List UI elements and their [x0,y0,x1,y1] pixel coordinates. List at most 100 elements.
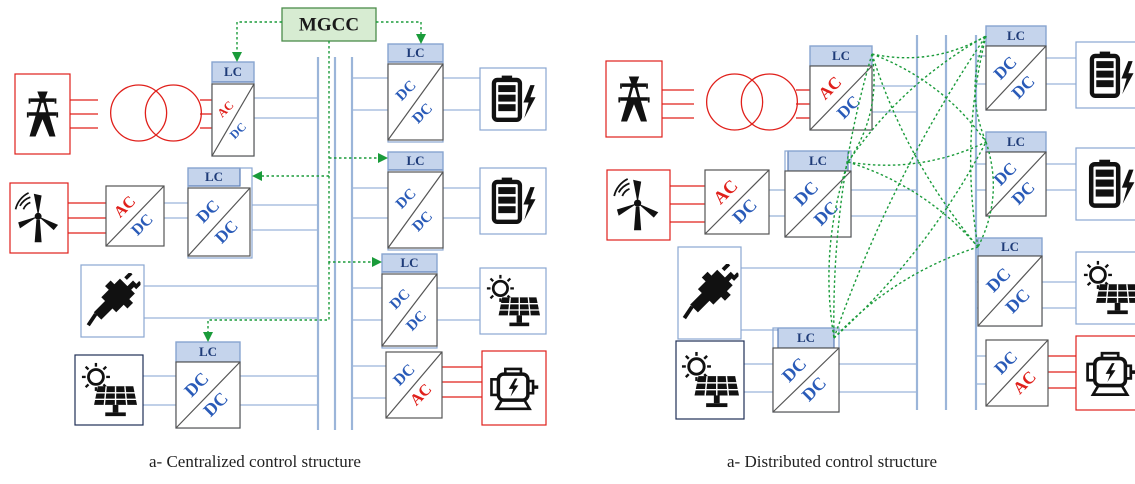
right-lc-battery-2-label: LC [1007,134,1025,149]
load-plug-icon-right [682,264,739,321]
right-transformer-coil-a [705,73,764,131]
mgcc-controller: MGCC [281,7,377,42]
distributed-link-wind-b1 [847,35,987,163]
distributed-link-grid-pv [871,53,979,248]
battery-icon-1-frame [479,67,547,131]
right-solar-panel-icon-right [1083,260,1135,316]
distributed-link-grid-b1 [871,35,987,59]
right-grid-converter-diagonal [809,65,873,131]
right-lc-solar: LC [777,327,835,349]
grid-tower-icon [26,91,59,137]
mgcc-link-battery-1 [376,21,426,44]
distributed-link-b1-pv [969,35,987,248]
right-transformer-coil-b [740,73,799,131]
right-lc-grid-label: LC [832,48,850,63]
wind-turbine-icon-right [613,178,660,232]
motor-icon-right [1085,351,1135,397]
distributed-link-solar-b2 [833,141,987,339]
right-lc-battery-2: LC [985,131,1047,153]
left-pv-right-lc: LC [381,253,438,273]
battery-icon-2 [494,178,536,222]
load-plug-icon-frame [80,264,145,338]
left-lc-grid-label: LC [224,64,242,79]
right-motor-dc-ac-diagonal [985,339,1049,407]
right-wind-ac-dc-diagonal [704,169,770,235]
caption-centralized: a- Centralized control structure [149,452,361,471]
distributed-link-wind-pv [847,161,979,248]
left-solar-icon-right [681,351,739,409]
left-battery-2-converter-diagonal [387,171,444,249]
left-lc-solar: LC [175,341,241,363]
left-transformer [109,84,203,142]
grid-tower-icon-right-frame [605,60,663,138]
wind-turbine-icon [14,192,59,244]
left-battery-2-lc-label: LC [406,153,424,168]
battery-icon-1 [494,76,536,120]
distributed-link-b2-pv [977,141,994,248]
left-transformer-coil-b [144,84,203,142]
right-pv-converter-diagonal [977,255,1043,327]
right-lc-battery-1-label: LC [1007,28,1025,43]
right-lc-pv: LC [977,237,1043,257]
left-battery-1-lc: LC [387,43,444,63]
right-solar-panel-icon-right-frame [1075,251,1135,325]
right-lc-solar-label: LC [797,330,815,345]
load-plug-icon-right-frame [677,246,742,340]
mgcc-link-grid [232,21,282,62]
right-lc-battery-1: LC [985,25,1047,47]
mgcc-link-solar [203,262,330,342]
right-battery-1-converter-diagonal [985,45,1047,111]
caption-distributed: a- Distributed control structure [727,452,938,471]
battery-icon-2-frame [479,167,547,235]
left-motor-dc-ac-diagonal [385,351,443,419]
right-lc-grid: LC [809,45,873,67]
distributed-link-grid-solar [833,53,873,339]
left-solar-panel-icon-frame [74,354,144,426]
grid-tower-icon-right [618,76,650,122]
left-battery-2-lc: LC [387,151,444,171]
motor-icon-right-frame [1075,335,1135,411]
distributed-link-wind-solar [828,161,849,339]
left-grid-converter-diagonal [211,83,255,157]
wind-turbine-icon-frame [9,182,69,254]
left-wind-ac-dc-diagonal [105,185,165,247]
motor-icon-left-frame [481,350,547,426]
left-transformer-coil-a [109,84,168,142]
left-solar-panel-icon [81,362,137,418]
left-wind-dc-dc-diagonal [187,187,251,257]
right-solar-panel-icon [486,274,540,328]
left-lc-grid: LC [211,61,255,83]
battery-icon-right-1-frame [1075,41,1135,109]
left-solar-icon-right-frame [675,340,745,420]
distributed-link-wind-b2 [847,141,987,166]
distributed-link-b1-b2 [974,35,987,143]
wind-turbine-icon-right-frame [606,169,671,241]
right-transformer [705,73,799,131]
mgcc-link-pv [328,176,382,267]
left-pv-right-converter-diagonal [381,273,438,347]
load-plug-icon [86,273,141,328]
grid-tower-icon-frame [14,73,71,155]
left-battery-1-converter-diagonal [387,63,444,141]
mgcc-label: MGCC [299,14,359,35]
left-pv-right-lc-label: LC [400,255,418,270]
left-solar-dc-dc-diagonal [175,361,241,429]
battery-icon-right-2-frame [1075,147,1135,221]
battery-icon-right-2 [1091,160,1134,206]
